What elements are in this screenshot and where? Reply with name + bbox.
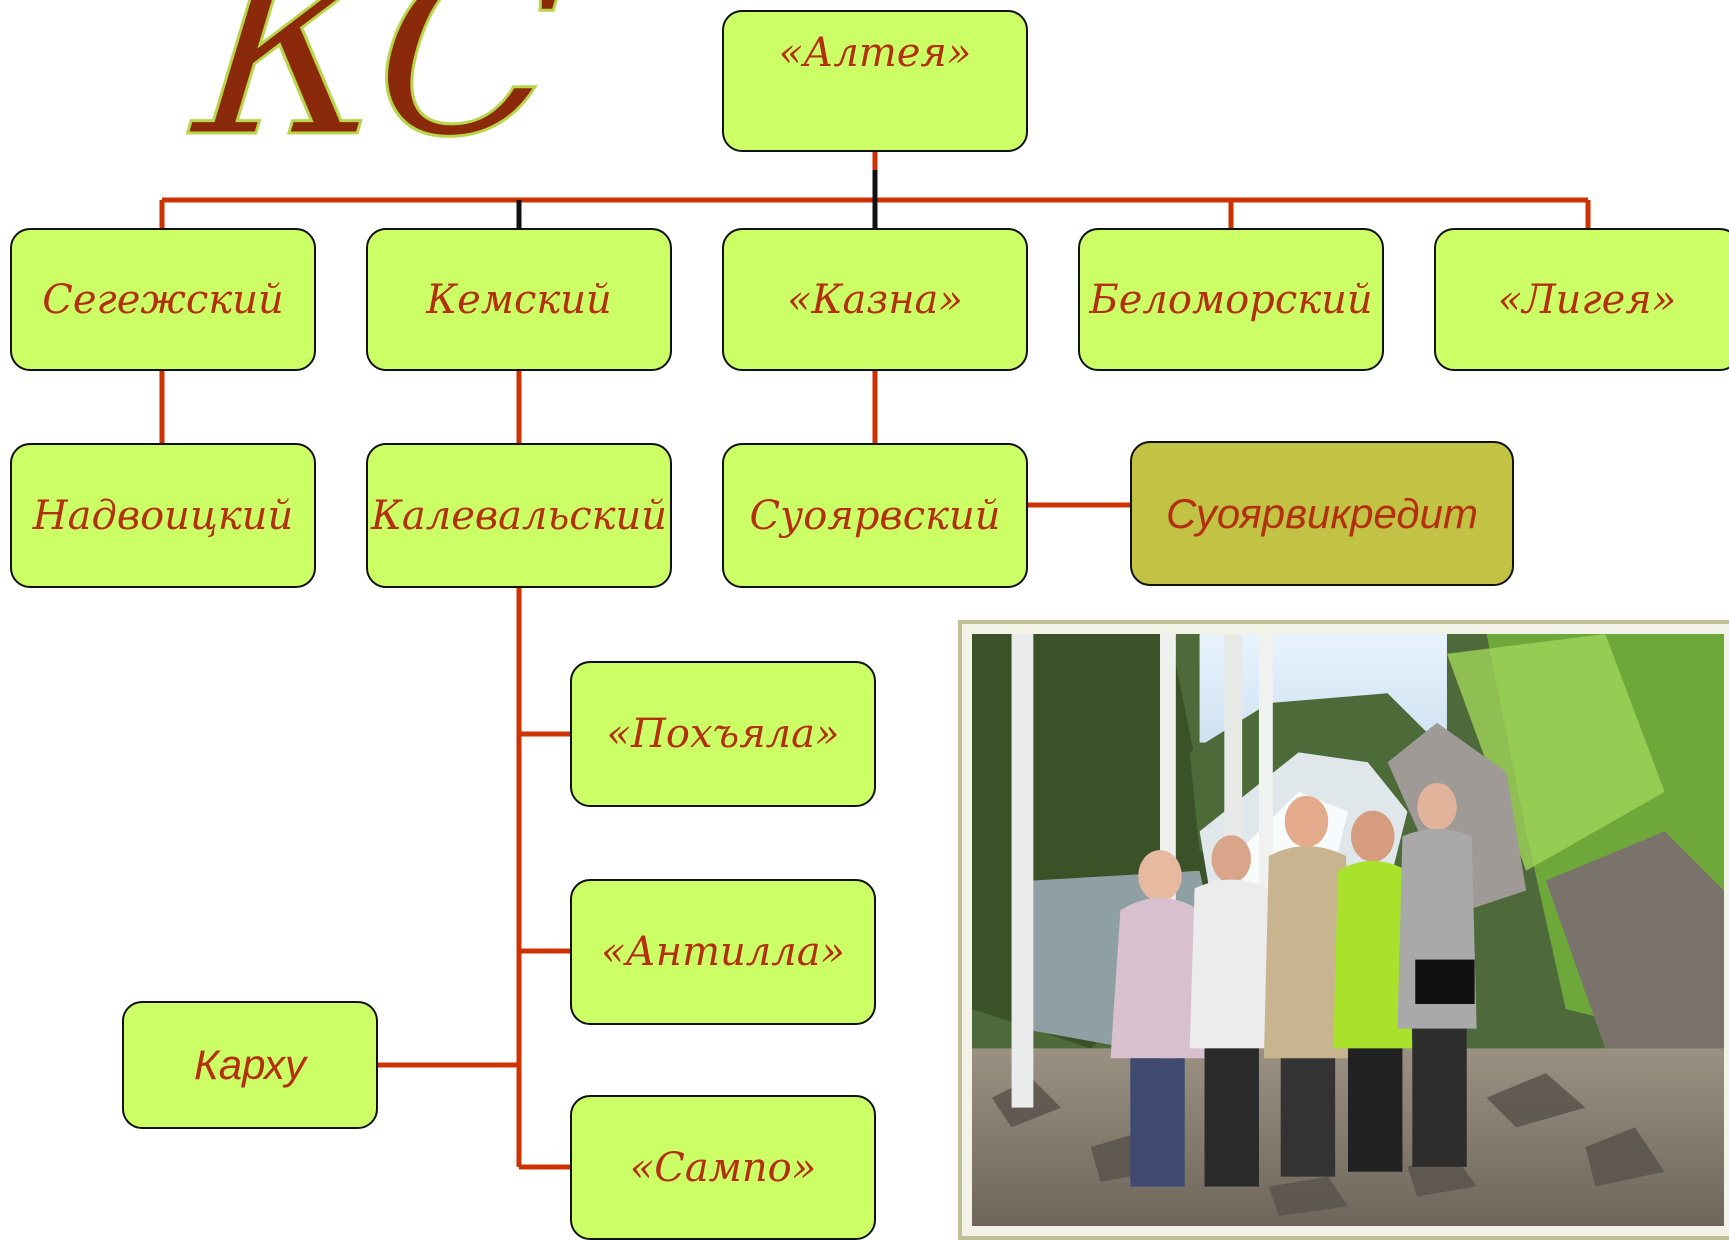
node-kemsky: Кемский (366, 228, 672, 371)
node-suoyarvsky: Суоярвский (722, 443, 1028, 588)
node-segezhsky: Сегежский (10, 228, 316, 371)
node-altea: «Алтея» (722, 10, 1028, 152)
node-karkhu: Карху (122, 1001, 378, 1129)
node-suoyarvikredit: Суоярвикредит (1130, 441, 1514, 586)
group-photo (972, 634, 1724, 1226)
node-sampo: «Сампо» (570, 1095, 876, 1240)
node-pokhyala: «Похъяла» (570, 661, 876, 807)
node-kazna: «Казна» (722, 228, 1028, 371)
node-ligeya: «Лигея» (1434, 228, 1729, 371)
node-nadvoitsky: Надвоицкий (10, 443, 316, 588)
people-group (1110, 782, 1477, 1187)
node-kalevalsky: Калевальский (366, 443, 672, 588)
node-belomorsky: Беломорский (1078, 228, 1384, 371)
group-photo-frame (958, 620, 1729, 1240)
node-antilla: «Антилла» (570, 879, 876, 1025)
